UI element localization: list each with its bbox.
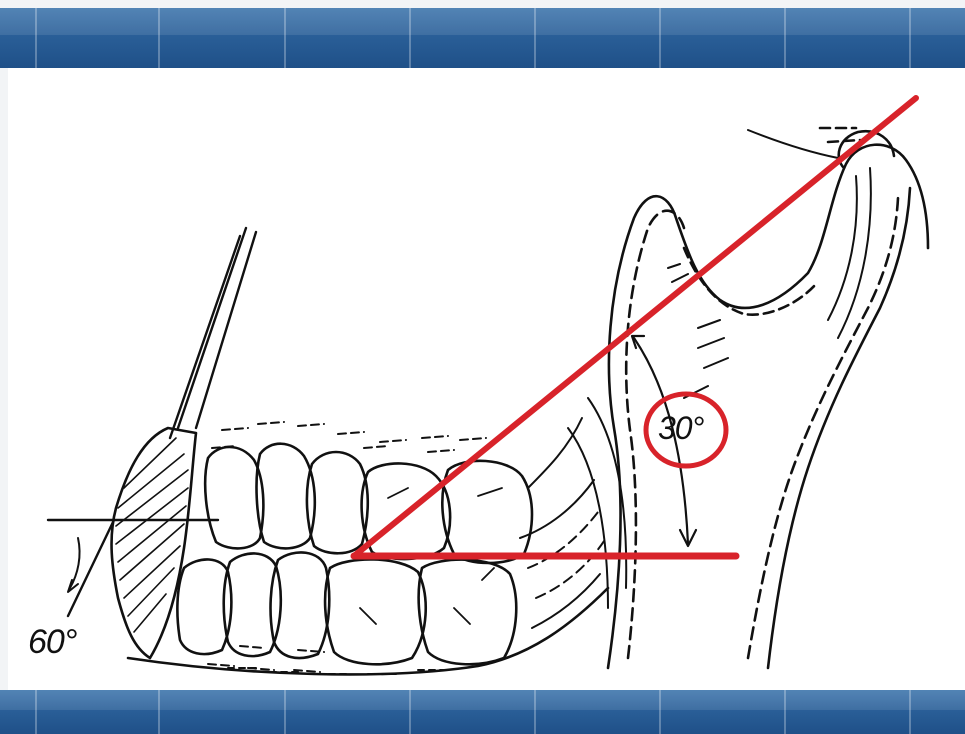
- incisor-angle-line: [68, 520, 114, 616]
- lower-tooth-5: [419, 560, 517, 665]
- mandible-lower-border: [128, 588, 608, 674]
- lower-tooth-4: [325, 559, 426, 664]
- coronoid-tip: [748, 130, 838, 158]
- lower-teeth: [177, 552, 516, 664]
- angle-label-30: 30°: [658, 410, 703, 447]
- diagram-panel: 60° 30°: [8, 68, 965, 690]
- coronoid-dash: [820, 128, 860, 142]
- jaw-diagram: [8, 68, 965, 690]
- bottom-banner: [0, 690, 965, 734]
- lower-tooth-3: [271, 552, 330, 658]
- upper-tooth-1: [205, 447, 263, 548]
- incisor-group: [112, 228, 256, 658]
- incisor-crown: [112, 428, 196, 658]
- incisor-root: [170, 228, 256, 438]
- top-banner: [0, 8, 965, 68]
- posterior-border: [768, 188, 910, 668]
- angle-label-60: 60°: [28, 623, 76, 662]
- gum-hatch-upper: [212, 422, 486, 452]
- lower-tooth-lines: [360, 568, 494, 624]
- mylohyoid-lines: [668, 264, 728, 398]
